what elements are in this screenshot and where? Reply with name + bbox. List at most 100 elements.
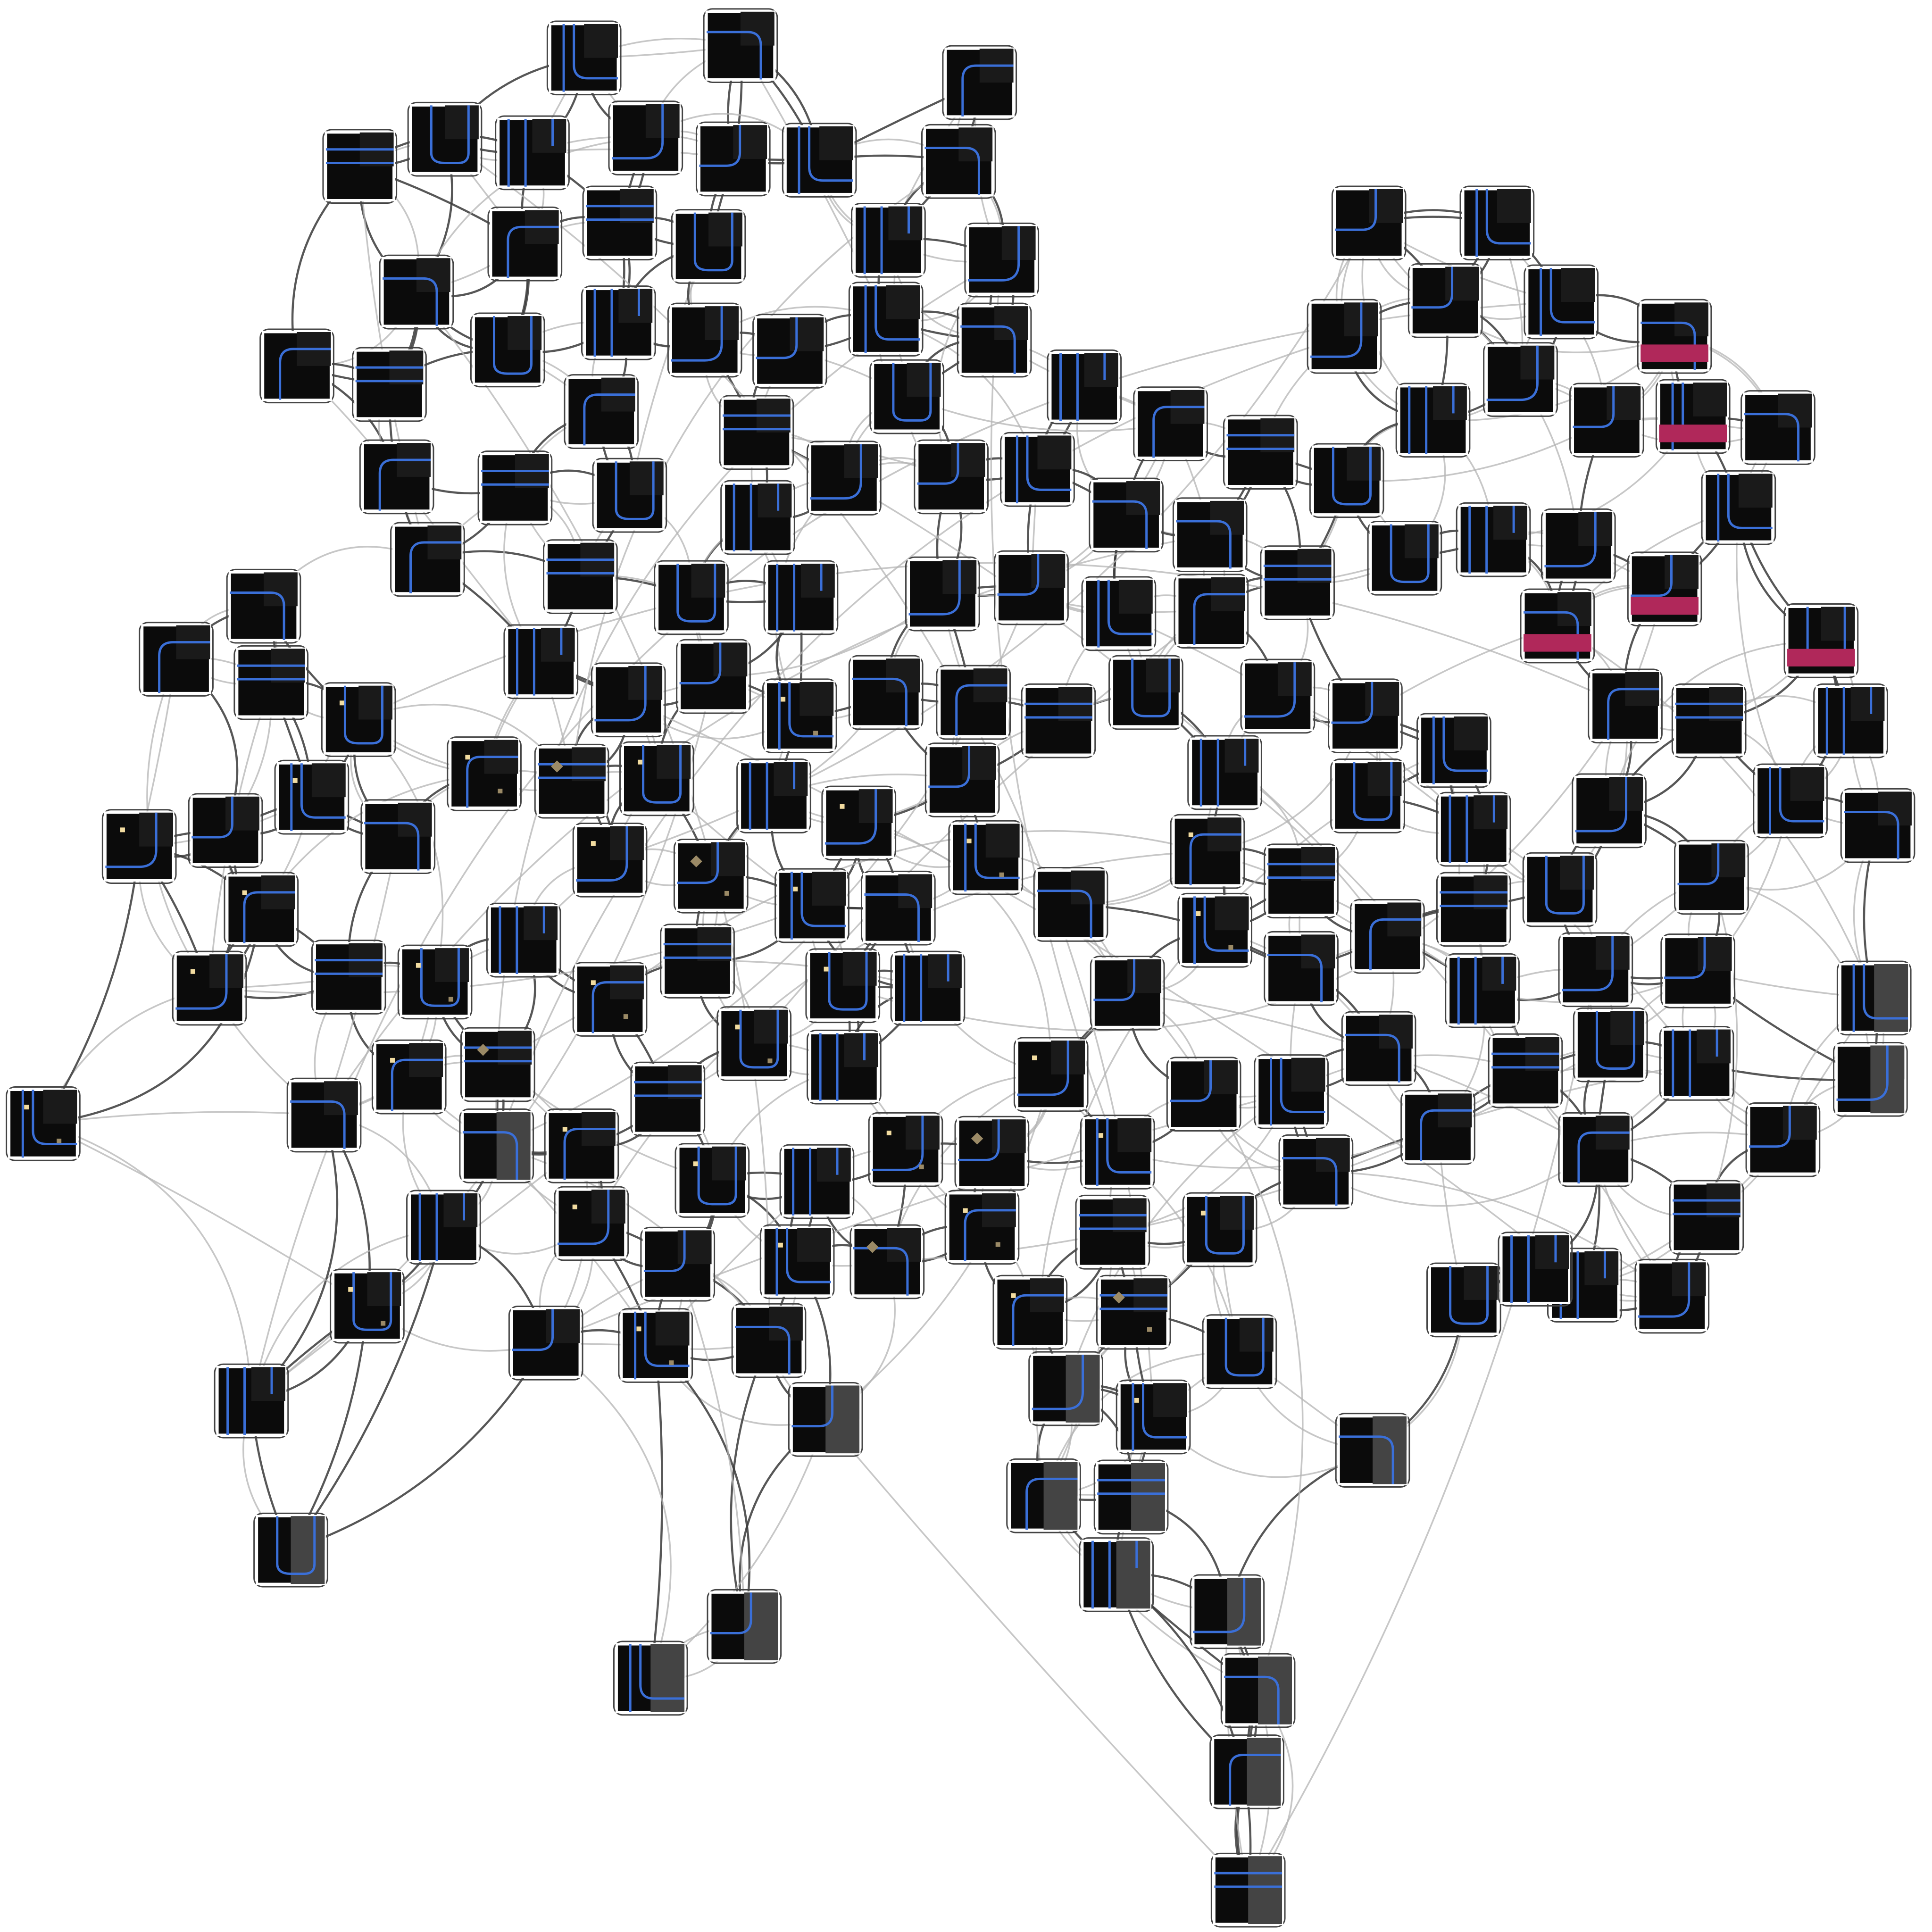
node-outline [233,645,309,720]
corridor-path [1420,1109,1472,1162]
corridor-path [671,306,723,362]
tile-quadrant [1850,687,1885,721]
tile-quadrant [1118,580,1153,614]
edge-node [1006,1458,1081,1533]
tile-frame [1674,685,1744,756]
corridor-path [1229,1753,1281,1806]
corridor-path [1440,891,1508,908]
node-outline [994,550,1069,625]
node-outline [1000,432,1075,507]
node-outline [172,950,247,1026]
node-outline [1634,1258,1710,1334]
corridor-node [1033,867,1108,942]
corridor-path [1263,565,1332,581]
node-outline [1753,763,1828,839]
node-outline [534,743,609,819]
node-outline [1220,1653,1296,1728]
corridor-path [642,745,682,804]
corridor-path [864,893,920,942]
node-outline [1483,342,1558,417]
corridor-path [591,981,644,1033]
tile-quadrant [1560,856,1594,890]
coin-icon [966,838,972,843]
corridor-node [964,222,1040,298]
out-of-bounds-region [1131,1463,1165,1531]
node-outline [1080,1115,1155,1190]
corridor-path [1152,406,1205,458]
corridor-path [1768,767,1824,835]
node-outline [253,1512,328,1588]
tile-quadrant [1117,1118,1152,1152]
corridor-path [430,105,470,164]
coin-node [992,1274,1068,1350]
corridor-node [1187,735,1262,810]
coin-icon [591,841,596,846]
corridor-node [1172,497,1248,573]
coin-icon [636,1326,641,1332]
corridor-node [695,121,771,197]
corridor-path [863,206,910,275]
edge-node [707,1589,782,1664]
corridor-path [290,763,346,831]
corridor-path [903,954,949,1022]
node-outline [716,1006,792,1081]
graph-edge [495,1145,770,1341]
node-outline [592,458,667,533]
corridor-node [591,662,666,738]
corridor-path [409,541,462,593]
corridor-path [378,458,431,511]
node-outline [487,206,563,282]
node-outline [508,1306,583,1381]
tile-quadrant [1482,957,1516,991]
node-outline [274,759,350,835]
corridor-path [1032,1355,1084,1410]
tile-quadrant [532,119,566,153]
hazard-strip [1524,634,1591,652]
corridor-path [790,872,846,940]
coin-node [572,823,648,898]
corridor-path [1310,302,1363,358]
corridor-node [1671,683,1747,758]
node-outline [759,1224,835,1299]
tile-quadrant [43,1090,77,1124]
tile-quadrant [1347,446,1381,481]
corridor-path [276,1516,316,1575]
tile-quadrant [1204,1060,1238,1094]
corridor-path [615,461,655,520]
tile-quadrant [1037,435,1072,470]
corridor-path [1449,1266,1489,1325]
tile-quadrant [443,1193,478,1227]
power-pellet-icon [971,1133,983,1145]
corridor-node [487,206,563,282]
corridor-path [908,560,961,616]
corridor-node [259,328,334,404]
node-outline [1637,299,1712,374]
corridor-node [848,282,924,357]
corridor-path [21,1090,77,1158]
node-outline [226,568,301,644]
coin-icon [190,969,195,974]
coin-node [172,950,247,1026]
edge-node [1220,1653,1296,1728]
corridor-path [1091,1541,1138,1609]
corridor-path [237,664,305,681]
corridor-node [924,742,1000,817]
coin-node [224,872,299,947]
coin-icon [693,1161,698,1166]
coin-icon [963,1208,968,1213]
corridor-node [582,185,658,261]
tile-quadrant [708,212,742,247]
node-outline [660,924,735,999]
corridor-node [807,441,882,516]
tile-quadrant [1557,592,1591,626]
node-outline [503,624,579,700]
corridor-node [1108,655,1183,730]
corridor-node [1416,713,1491,788]
corridor-path [710,1592,752,1635]
node-outline [477,450,553,525]
corridor-path [192,796,233,839]
graph-edge [545,1342,672,1679]
coin-icon [1099,1133,1104,1138]
corridor-path [1468,506,1515,574]
corridor-path [1540,268,1595,336]
